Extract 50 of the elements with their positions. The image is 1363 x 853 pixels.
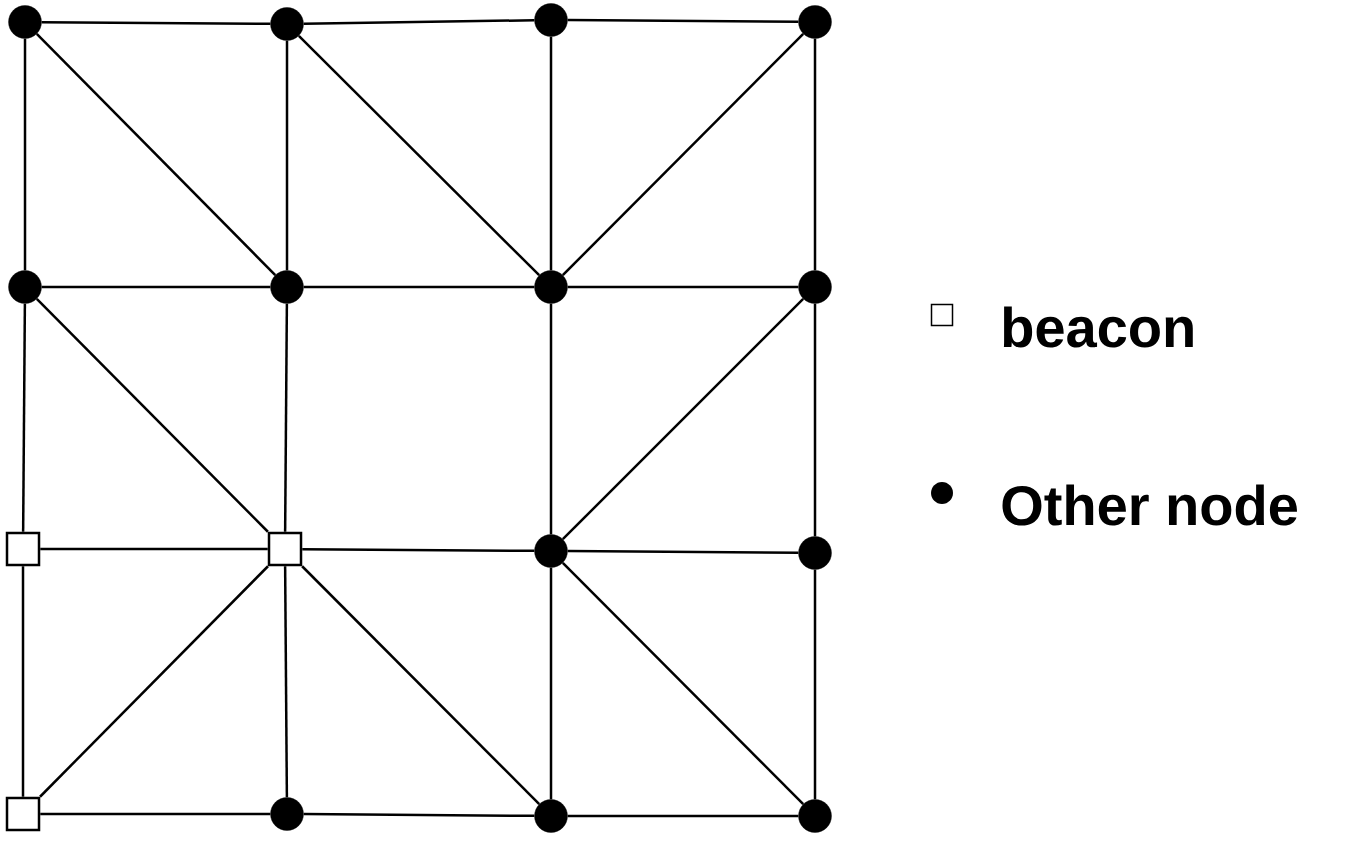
beacon-square <box>5 531 41 567</box>
edge-line <box>21 566 25 797</box>
edge-line <box>813 569 817 800</box>
edge-line <box>302 547 535 553</box>
node-dot <box>534 534 568 568</box>
edge-line <box>567 18 799 24</box>
beacon-square <box>267 531 303 567</box>
edge-line <box>39 565 269 798</box>
edge-line <box>561 297 805 541</box>
node-dot <box>8 5 42 39</box>
node-dot <box>534 799 568 833</box>
node-dot <box>534 270 568 304</box>
edge-line <box>303 19 535 25</box>
edge-line <box>40 812 271 816</box>
edge-line <box>297 34 541 277</box>
edge-line <box>41 285 271 289</box>
node-dot <box>798 270 832 304</box>
edge-line <box>40 547 268 551</box>
node-dot <box>270 797 304 831</box>
edge-line <box>283 566 289 798</box>
edge-line <box>21 303 27 532</box>
edge-line <box>549 303 553 535</box>
edge-line <box>301 565 541 806</box>
beacon-square <box>5 796 41 832</box>
node-dot <box>534 3 568 37</box>
edge-line <box>567 549 799 555</box>
edge-line <box>567 285 799 289</box>
edge-line <box>813 303 817 537</box>
node-dot <box>798 5 832 39</box>
edge-line <box>303 812 535 818</box>
node-dot <box>270 270 304 304</box>
edge-line <box>567 814 799 818</box>
edge-line <box>303 285 535 289</box>
node-dot <box>798 799 832 833</box>
legend-label: beacon <box>1003 306 1193 348</box>
edge-line <box>35 33 277 276</box>
edge-line <box>561 561 805 806</box>
legend-label: Other node <box>1002 484 1297 526</box>
edge-line <box>813 38 817 271</box>
edge-line <box>283 303 289 532</box>
edge-line <box>41 20 271 26</box>
node-dot <box>798 536 832 570</box>
edge-line <box>23 38 27 271</box>
edge-line <box>549 567 553 800</box>
edge-line <box>561 32 805 277</box>
node-dot <box>270 7 304 41</box>
edge-line <box>549 36 553 271</box>
edge-line <box>35 297 269 533</box>
edge-line <box>285 40 289 271</box>
node-dot <box>8 270 42 304</box>
